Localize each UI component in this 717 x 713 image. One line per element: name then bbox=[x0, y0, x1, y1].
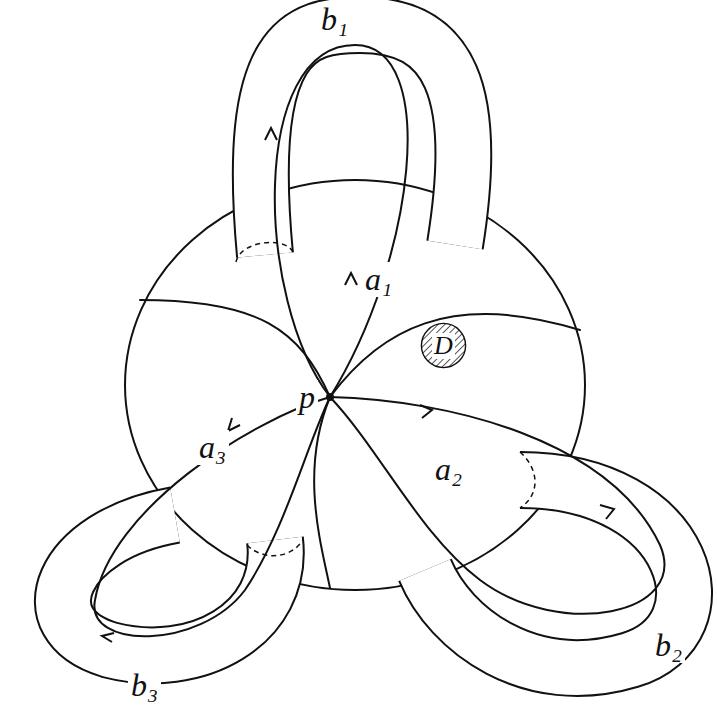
petal-line bbox=[330, 314, 580, 397]
curve-label: b₁ bbox=[318, 2, 351, 37]
hidden-line bbox=[247, 540, 303, 556]
base-point bbox=[326, 393, 334, 401]
petal-line bbox=[314, 397, 330, 588]
curve-label: b₂ bbox=[652, 628, 685, 663]
region-label: D bbox=[432, 333, 455, 359]
arrowhead bbox=[600, 505, 614, 519]
loop-a3 bbox=[94, 397, 330, 636]
hidden-line bbox=[236, 242, 294, 262]
arrowhead bbox=[345, 273, 357, 285]
band-b1-fill bbox=[261, 25, 464, 255]
arrowhead bbox=[420, 405, 432, 418]
curve-label: a₃ bbox=[196, 430, 229, 465]
disk-boundary bbox=[125, 180, 585, 590]
curve-label: a₁ bbox=[362, 262, 395, 297]
band-b2-outline bbox=[425, 480, 684, 668]
arrowhead bbox=[102, 633, 114, 642]
band-b1-outline bbox=[261, 25, 464, 255]
band-b2-fill bbox=[425, 480, 684, 668]
arrowhead bbox=[265, 128, 277, 140]
arrowhead bbox=[228, 418, 240, 431]
loop-a1 bbox=[275, 45, 408, 397]
hatched-disk: D bbox=[420, 322, 467, 369]
curve-label: p bbox=[296, 380, 318, 415]
loop-a2 bbox=[330, 397, 664, 614]
curve-label: a₂ bbox=[432, 452, 465, 487]
hidden-line bbox=[520, 452, 535, 508]
curve-label: b₃ bbox=[128, 668, 161, 703]
